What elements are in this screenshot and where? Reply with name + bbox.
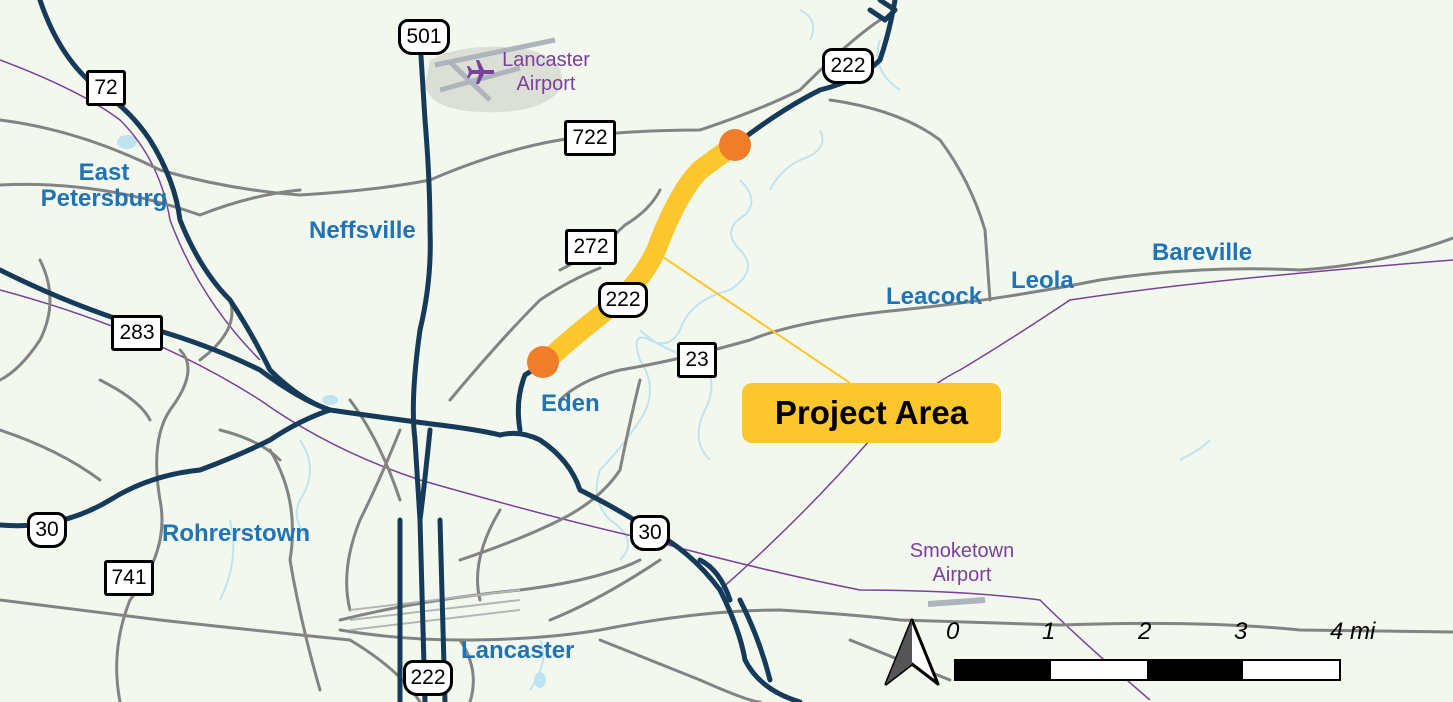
place-leacock: Leacock (886, 283, 983, 310)
route-shield-30-east: 30 (630, 515, 670, 551)
airport-smoketown-label: Smoketown Airport (909, 540, 1015, 586)
water (219, 9, 1211, 691)
place-rohrerstown: Rohrerstown (162, 520, 311, 547)
route-shield-222-south: 222 (403, 660, 453, 696)
scale-bar (954, 659, 1341, 681)
place-eden: Eden (541, 390, 600, 417)
route-shield-741: 741 (104, 560, 154, 596)
route-shield-283: 283 (111, 315, 163, 351)
lancaster-downtown-streets (349, 589, 521, 631)
place-lancaster: Lancaster (461, 637, 575, 664)
project-area-callout: Project Area (742, 383, 1001, 443)
lakes (117, 135, 546, 688)
project-end-endpoint (719, 129, 751, 161)
project-start-endpoint (527, 346, 559, 378)
place-bareville: Bareville (1152, 239, 1253, 266)
route-shield-722: 722 (564, 120, 616, 156)
route-shield-272: 272 (565, 229, 617, 265)
route-shield-72: 72 (86, 70, 126, 106)
route-shield-222-ne: 222 (822, 48, 874, 84)
north-arrow-icon (884, 618, 940, 686)
scale-label-2: 2 (1138, 618, 1152, 645)
highways (0, 0, 898, 702)
route-shield-23: 23 (677, 342, 717, 378)
project-area-route (535, 135, 745, 372)
route-shield-30-west: 30 (27, 512, 67, 548)
smoketown-airport-runway (927, 597, 986, 607)
place-leola: Leola (1011, 267, 1074, 294)
airplane-icon (467, 60, 494, 84)
scale-label-1: 1 (1042, 618, 1056, 645)
scale-label-3: 3 (1234, 618, 1248, 645)
route-shield-501: 501 (398, 19, 450, 55)
project-area-leader-line (659, 254, 851, 384)
place-neffsville: Neffsville (309, 217, 416, 244)
place-east-petersburg: East Petersburg (40, 159, 168, 212)
airport-lancaster-label: Lancaster Airport (502, 49, 590, 95)
scale-label-0: 0 (946, 618, 960, 645)
route-shield-222-mid: 222 (598, 282, 648, 318)
scale-label-4mi: 4 mi (1330, 618, 1376, 645)
